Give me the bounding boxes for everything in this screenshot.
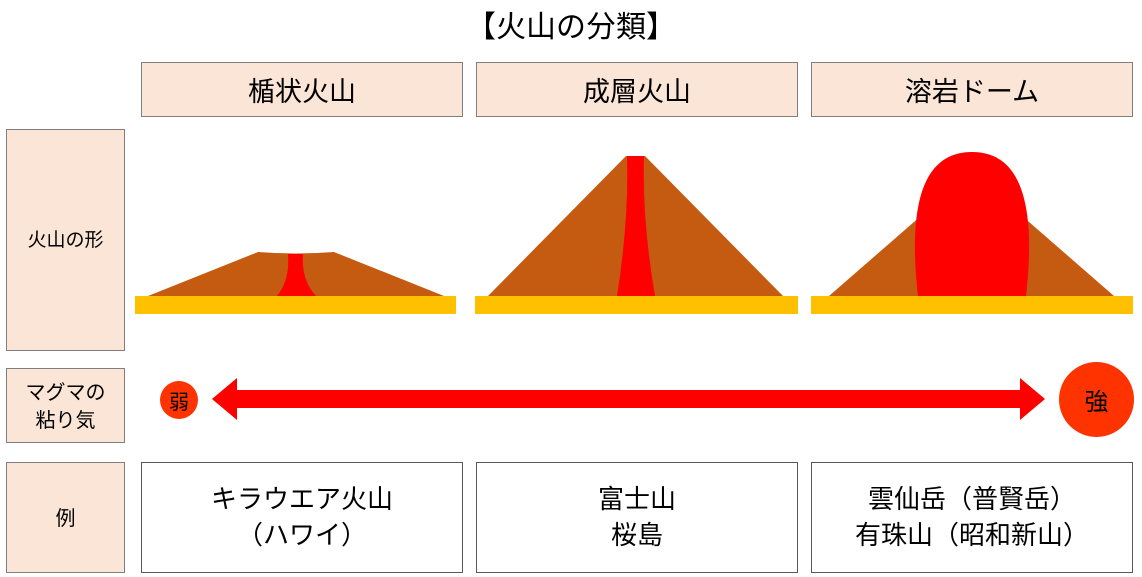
column-header-lava-dome: 溶岩ドーム [811,62,1133,117]
stratovolcano-illustration [475,156,798,314]
row-label-shape: 火山の形 [6,129,125,351]
strong-label: 強 [1084,388,1109,416]
row-label-example: 例 [6,462,125,573]
shield-volcano-illustration [135,252,456,314]
column-header-shield-volcano: 楯状火山 [141,62,463,117]
weak-viscosity-indicator: 弱 [160,381,198,419]
page-title: 【火山の分類】 [466,10,676,45]
weak-label: 弱 [169,389,189,414]
magma-channel [617,156,655,296]
lava-dome-illustration [811,152,1133,314]
ground-strip [811,296,1133,314]
ground-strip [475,296,798,314]
example-lava-dome: 雲仙岳（普賢岳） 有珠山（昭和新山） [811,462,1133,573]
column-header-stratovolcano: 成層火山 [476,62,798,117]
example-stratovolcano: 富士山 桜島 [476,462,798,573]
row-label-viscosity: マグマの 粘り気 [6,368,125,443]
ground-strip [135,296,456,314]
viscosity-double-arrow [212,378,1045,420]
magma-channel [277,254,316,296]
strong-viscosity-indicator: 強 [1059,362,1134,437]
lava-dome [914,152,1030,296]
example-shield-volcano: キラウエア火山 （ハワイ） [141,462,463,573]
